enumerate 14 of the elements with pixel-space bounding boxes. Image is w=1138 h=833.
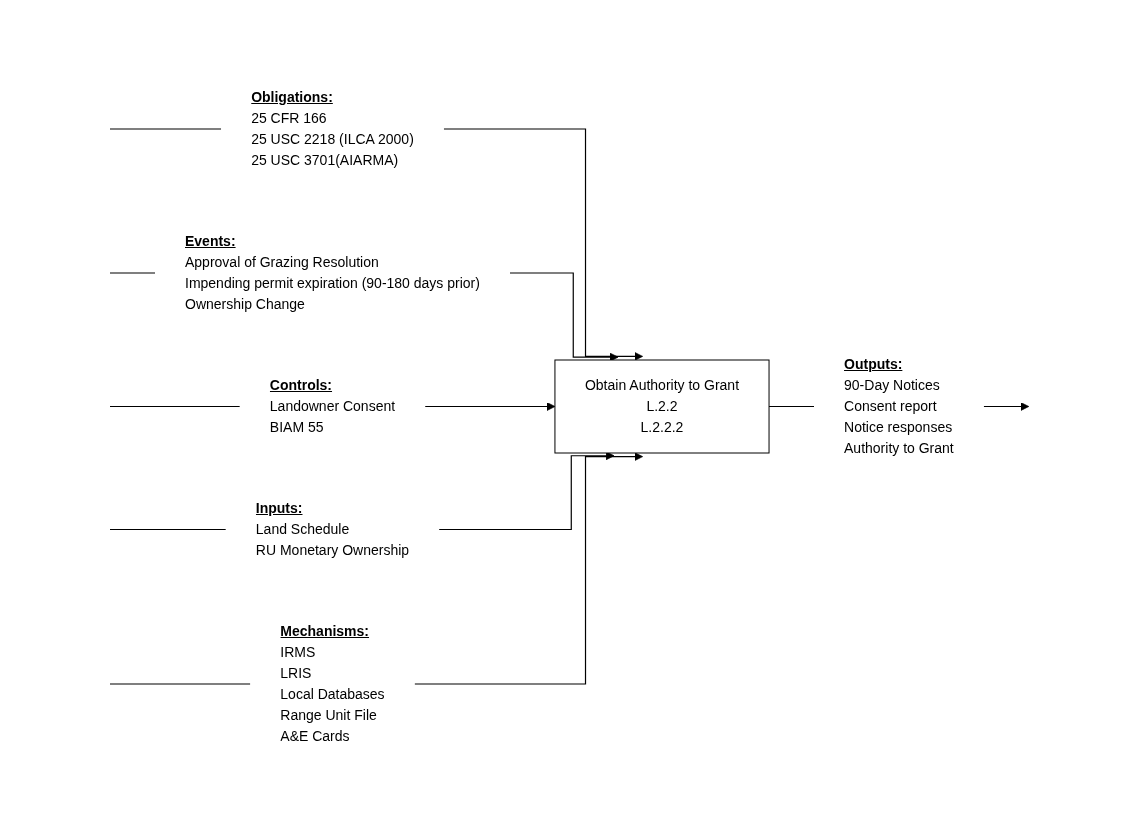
node-text: Outputs: 90-Day Notices Consent report Notice responses Authority to Grant [843, 355, 954, 456]
node-text: Mechanisms: IRMS LRIS Local Databases Range Unit File A&E Cards [279, 622, 385, 744]
node-text: Inputs: Land Schedule RU Monetary Ownership [255, 499, 409, 558]
connector [768, 405, 815, 407]
node-text: Obligations: 25 CFR 166 25 USC 2218 (ILCA 2000) 25 USC 3701(AIARMA) [250, 88, 414, 168]
connector [109, 528, 227, 530]
arrow [442, 127, 643, 361]
node-box: Obtain Authority to Grant L.2.2 L.2.2.2 [554, 359, 770, 453]
arrow [424, 401, 555, 411]
node-text: Events: Approval of Grazing Resolution Impending permit expiration (90-180 days prior) Ownership Change [184, 232, 480, 312]
arrow [413, 451, 643, 685]
connector [109, 405, 241, 407]
node-text: Controls: Landowner Consent BIAM 55 [269, 376, 395, 435]
arrow [982, 401, 1029, 411]
